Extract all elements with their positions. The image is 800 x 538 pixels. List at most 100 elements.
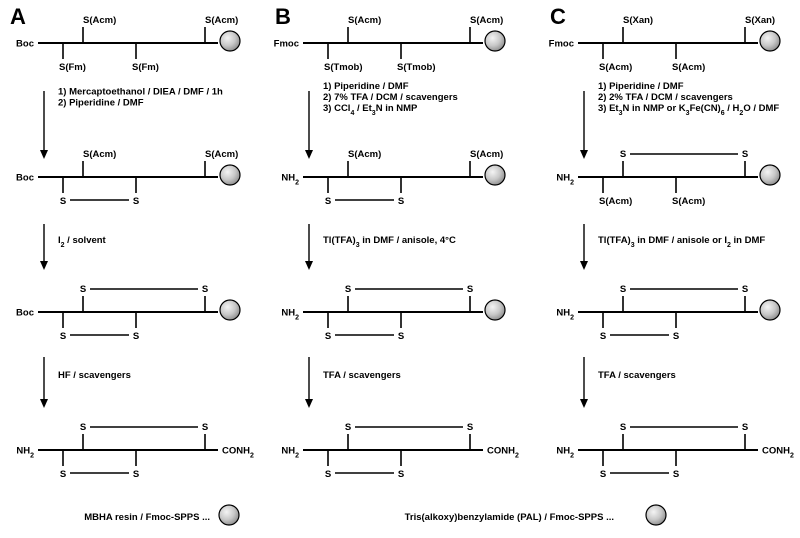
- legend-resin-bead: [218, 504, 240, 526]
- n-terminus-label: Boc: [16, 39, 34, 50]
- n-terminus-label: Fmoc: [549, 39, 574, 50]
- resin-bead: [759, 30, 781, 52]
- cysteine-sulfur-label: S: [133, 331, 139, 342]
- panel-letter: C: [550, 4, 566, 29]
- cysteine-sulfur-label: S: [202, 422, 208, 433]
- legend-resin-bead: [645, 504, 667, 526]
- reaction-step-1: 1) Mercaptoethanol / DIEA / DMF / 1h2) P…: [40, 87, 223, 159]
- reagent-line: 3) Et3N in NMP or K3Fe(CN)6 / H2O / DMF: [598, 103, 779, 117]
- arrowhead-icon: [305, 150, 313, 159]
- cysteine-sulfur-label: S(Acm): [205, 149, 238, 160]
- n-terminus-label: NH2: [556, 308, 574, 322]
- c-terminus-label: CONH2: [222, 446, 254, 460]
- arrowhead-icon: [580, 261, 588, 270]
- cysteine-sulfur-label: S: [620, 284, 626, 295]
- n-terminus-label: NH2: [556, 173, 574, 187]
- arrowhead-icon: [580, 399, 588, 408]
- reagent-line: 3) CCl4 / Et3N in NMP: [323, 103, 418, 117]
- reagent-line: 1) Piperidine / DMF: [598, 81, 684, 92]
- n-terminus-label: NH2: [16, 446, 34, 460]
- cysteine-sulfur-label: S: [345, 284, 351, 295]
- n-terminus-label: Fmoc: [274, 39, 299, 50]
- cysteine-sulfur-label: S: [673, 469, 679, 480]
- cysteine-sulfur-label: S(Tmob): [324, 62, 363, 73]
- n-terminus-label: Boc: [16, 308, 34, 319]
- resin-bead: [759, 299, 781, 321]
- cysteine-sulfur-label: S(Tmob): [397, 62, 436, 73]
- cysteine-sulfur-label: S: [742, 422, 748, 433]
- peptide-structure-2: NH2 S(Acm) S(Acm) S S: [281, 149, 506, 207]
- cysteine-sulfur-label: S(Acm): [348, 149, 381, 160]
- cysteine-sulfur-label: S: [60, 196, 66, 207]
- cysteine-sulfur-label: S: [467, 422, 473, 433]
- resin-bead: [219, 30, 241, 52]
- reagent-line: 2) 7% TFA / DCM / scavengers: [323, 92, 458, 103]
- cysteine-sulfur-label: S: [620, 149, 626, 160]
- panel-b: BFmocS(Acm)S(Acm)S(Tmob)S(Tmob)NH2S(Acm)…: [274, 4, 519, 480]
- cysteine-sulfur-label: S: [620, 422, 626, 433]
- reagent-line: 1) Piperidine / DMF: [323, 81, 409, 92]
- resin-bead: [759, 164, 781, 186]
- reaction-step-3: TFA / scavengers: [580, 357, 676, 408]
- legend-label: Tris(alkoxy)benzylamide (PAL) / Fmoc-SPP…: [405, 512, 614, 523]
- cysteine-sulfur-label: S(Acm): [470, 149, 503, 160]
- c-terminus-label: CONH2: [487, 446, 519, 460]
- resin-bead: [484, 299, 506, 321]
- reaction-step-2: Tl(TFA)3 in DMF / anisole or I2 in DMF: [580, 224, 765, 270]
- reaction-step-3: TFA / scavengers: [305, 357, 401, 408]
- panel-a: ABocS(Acm)S(Acm)S(Fm)S(Fm)BocS(Acm)S(Acm…: [10, 4, 254, 480]
- cysteine-sulfur-label: S: [133, 469, 139, 480]
- reagent-line: HF / scavengers: [58, 370, 131, 381]
- reagent-line: 1) Mercaptoethanol / DIEA / DMF / 1h: [58, 87, 223, 98]
- arrowhead-icon: [305, 399, 313, 408]
- n-terminus-label: NH2: [556, 446, 574, 460]
- reagent-line: Tl(TFA)3 in DMF / anisole or I2 in DMF: [598, 235, 765, 249]
- arrowhead-icon: [305, 261, 313, 270]
- cysteine-sulfur-label: S: [398, 196, 404, 207]
- cysteine-sulfur-label: S: [325, 196, 331, 207]
- cysteine-sulfur-label: S: [742, 284, 748, 295]
- cysteine-sulfur-label: S(Acm): [599, 62, 632, 73]
- cysteine-sulfur-label: S(Acm): [205, 15, 238, 26]
- cysteine-sulfur-label: S: [600, 469, 606, 480]
- cysteine-sulfur-label: S(Fm): [132, 62, 159, 73]
- resin-bead: [219, 299, 241, 321]
- cysteine-sulfur-label: S(Xan): [745, 15, 775, 26]
- cysteine-sulfur-label: S: [467, 284, 473, 295]
- cysteine-sulfur-label: S(Xan): [623, 15, 653, 26]
- cysteine-sulfur-label: S: [325, 469, 331, 480]
- cysteine-sulfur-label: S(Acm): [672, 196, 705, 207]
- reagent-line: 2) 2% TFA / DCM / scavengers: [598, 92, 733, 103]
- c-terminus-label: CONH2: [762, 446, 794, 460]
- cysteine-sulfur-label: S: [80, 284, 86, 295]
- cysteine-sulfur-label: S: [398, 331, 404, 342]
- resin-legend: MBHA resin / Fmoc-SPPS ...Tris(alkoxy)be…: [84, 504, 667, 526]
- resin-bead: [484, 30, 506, 52]
- cysteine-sulfur-label: S: [202, 284, 208, 295]
- resin-bead: [484, 164, 506, 186]
- reaction-step-2: I2 / solvent: [40, 224, 107, 270]
- cysteine-sulfur-label: S(Acm): [348, 15, 381, 26]
- panel-letter: A: [10, 4, 26, 29]
- reaction-step-2: Tl(TFA)3 in DMF / anisole, 4°C: [305, 224, 456, 270]
- cysteine-sulfur-label: S: [133, 196, 139, 207]
- cysteine-sulfur-label: S: [345, 422, 351, 433]
- arrowhead-icon: [40, 399, 48, 408]
- cysteine-sulfur-label: S: [60, 331, 66, 342]
- cysteine-sulfur-label: S: [80, 422, 86, 433]
- n-terminus-label: NH2: [281, 173, 299, 187]
- reagent-line: TFA / scavengers: [598, 370, 676, 381]
- arrowhead-icon: [40, 150, 48, 159]
- arrowhead-icon: [40, 261, 48, 270]
- cysteine-sulfur-label: S(Acm): [672, 62, 705, 73]
